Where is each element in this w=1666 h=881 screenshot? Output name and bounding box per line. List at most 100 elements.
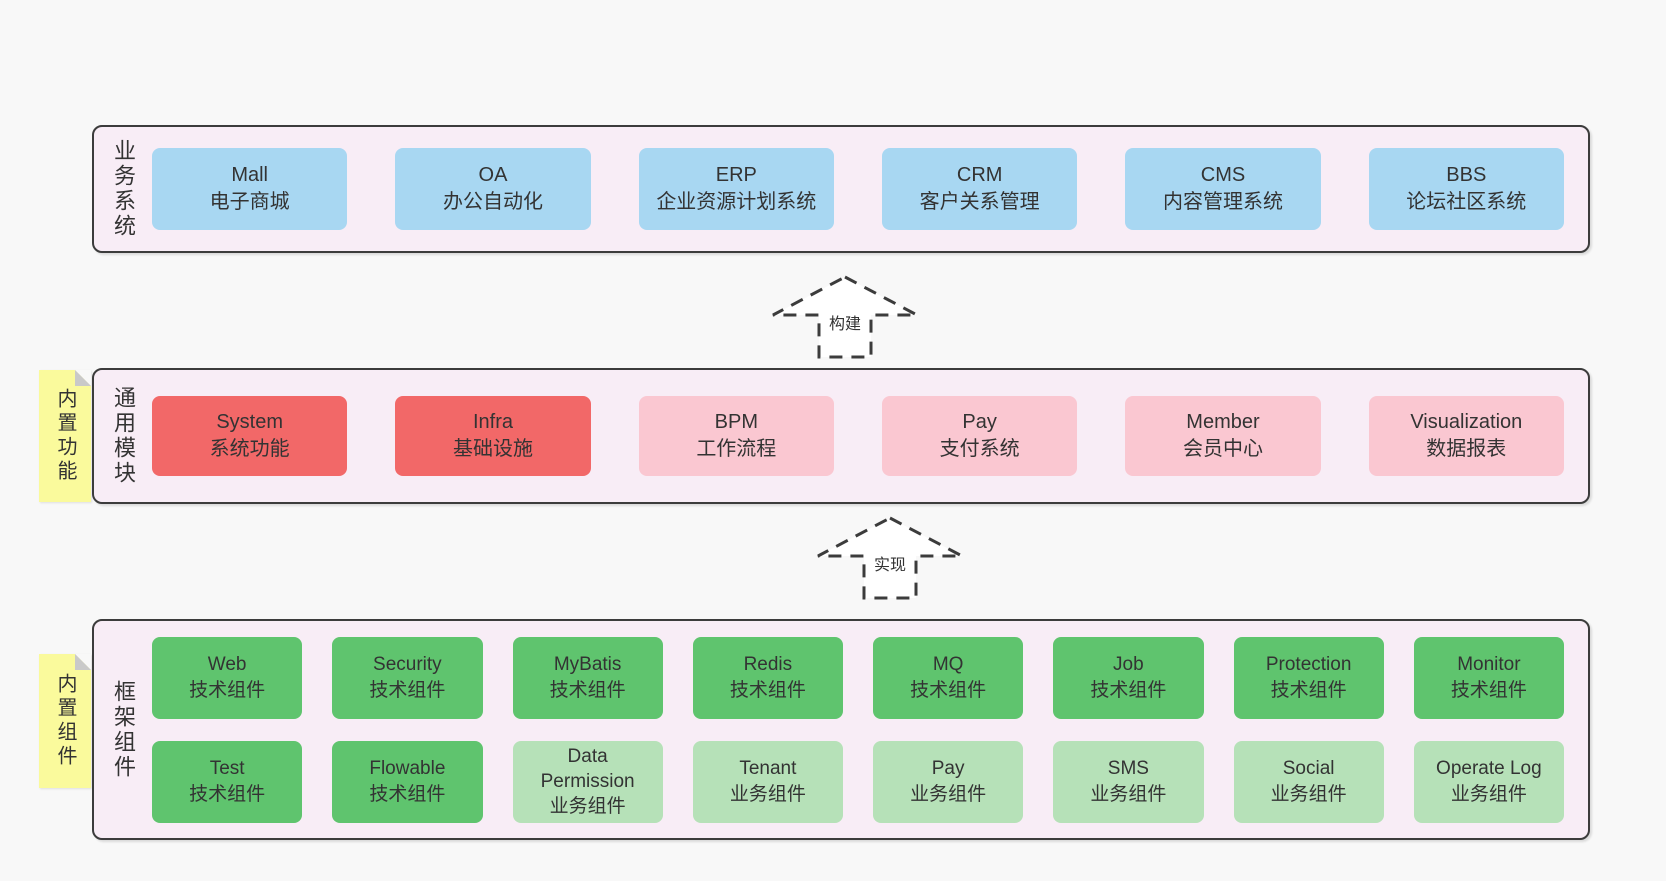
- module-title: CMS: [1200, 164, 1246, 186]
- module-box-data-permission: Data Permission 业务组件: [512, 740, 663, 823]
- note-built-in-functions: 内置功能: [39, 370, 91, 502]
- module-box-member: Member 会员中心: [1125, 396, 1321, 476]
- module-box-monitor: Monitor 技术组件: [1413, 636, 1564, 719]
- module-box-pay: Pay 支付系统: [881, 396, 1078, 476]
- module-subtitle: 基础设施: [452, 438, 533, 460]
- module-subtitle: 业务组件: [1450, 783, 1527, 805]
- module-subtitle: 支付系统: [939, 438, 1020, 460]
- module-box-redis: Redis 技术组件: [692, 636, 843, 719]
- module-box-infra: Infra 基础设施: [395, 396, 591, 476]
- module-box-operate-log: Operate Log 业务组件: [1413, 740, 1564, 823]
- module-box-oa: OA 办公自动化: [395, 148, 591, 230]
- module-subtitle: 论坛社区系统: [1406, 191, 1527, 213]
- module-row: System 系统功能 Infra 基础设施 BPM 工作流程 Pay 支付系统 Member 会…: [152, 396, 1564, 476]
- module-subtitle: 业务组件: [549, 796, 626, 818]
- module-title: Protection: [1265, 654, 1352, 676]
- module-title: OA: [478, 164, 508, 186]
- module-box-pay: Pay 业务组件: [873, 740, 1024, 823]
- module-title: BPM: [714, 411, 758, 433]
- module-title: Job: [1113, 654, 1144, 676]
- module-subtitle: 企业资源计划系统: [656, 191, 817, 213]
- layer-modules-boxes: System 系统功能 Infra 基础设施 BPM 工作流程 Pay 支付系统 Member 会…: [152, 370, 1588, 502]
- module-subtitle: 业务组件: [910, 783, 987, 805]
- module-title: System: [216, 411, 283, 433]
- module-subtitle: 工作流程: [696, 438, 777, 460]
- module-title: SMS: [1107, 758, 1149, 780]
- module-box-mybatis: MyBatis 技术组件: [512, 636, 663, 719]
- module-title: MyBatis: [553, 654, 622, 676]
- build-arrow-label: 构建: [822, 308, 868, 336]
- module-subtitle: 技术组件: [369, 783, 446, 805]
- module-title: Security: [373, 654, 442, 676]
- module-title: Tenant: [739, 758, 797, 780]
- module-box-flowable: Flowable 技术组件: [332, 740, 483, 823]
- module-box-mall: Mall 电子商城: [152, 148, 348, 230]
- module-subtitle: 技术组件: [1270, 679, 1347, 701]
- module-subtitle: 内容管理系统: [1162, 191, 1283, 213]
- module-box-sms: SMS 业务组件: [1053, 740, 1204, 823]
- note-text: 内置功能: [54, 388, 76, 484]
- module-title: CRM: [956, 164, 1003, 186]
- module-subtitle: 技术组件: [1090, 679, 1167, 701]
- module-title: ERP: [715, 164, 757, 186]
- module-box-web: Web 技术组件: [152, 636, 303, 719]
- module-title: Monitor: [1457, 654, 1521, 676]
- module-subtitle: 办公自动化: [442, 191, 543, 213]
- module-subtitle: 会员中心: [1182, 438, 1263, 460]
- module-title: Data Permission: [540, 745, 635, 792]
- module-box-erp: ERP 企业资源计划系统: [638, 148, 834, 230]
- module-box-bpm: BPM 工作流程: [638, 396, 834, 476]
- implement-arrow: 实现: [810, 515, 970, 601]
- implement-arrow-label: 实现: [867, 549, 913, 577]
- module-box-social: Social 业务组件: [1233, 740, 1384, 823]
- module-title: MQ: [932, 654, 964, 676]
- module-title: Visualization: [1410, 411, 1523, 433]
- module-box-tenant: Tenant 业务组件: [692, 740, 843, 823]
- module-subtitle: 电子商城: [209, 191, 290, 213]
- module-subtitle: 技术组件: [1450, 679, 1527, 701]
- module-box-job: Job 技术组件: [1053, 636, 1204, 719]
- module-subtitle: 业务组件: [1090, 783, 1167, 805]
- module-subtitle: 技术组件: [189, 783, 266, 805]
- module-title: Test: [209, 758, 245, 780]
- module-subtitle: 技术组件: [369, 679, 446, 701]
- module-subtitle: 技术组件: [729, 679, 806, 701]
- module-box-security: Security 技术组件: [332, 636, 483, 719]
- module-subtitle: 业务组件: [1270, 783, 1347, 805]
- layer-business-label: 业务系统: [111, 139, 136, 239]
- module-title: Redis: [743, 654, 793, 676]
- module-title: Infra: [472, 411, 513, 433]
- module-box-system: System 系统功能: [152, 396, 348, 476]
- module-title: Pay: [931, 758, 965, 780]
- module-subtitle: 业务组件: [729, 783, 806, 805]
- module-subtitle: 技术组件: [910, 679, 987, 701]
- note-text: 内置组件: [54, 673, 76, 769]
- module-title: Mall: [231, 164, 268, 186]
- module-title: Social: [1282, 758, 1335, 780]
- module-box-cms: CMS 内容管理系统: [1125, 148, 1321, 230]
- module-title: Flowable: [369, 758, 446, 780]
- module-subtitle: 系统功能: [209, 438, 290, 460]
- note-built-in-components: 内置组件: [39, 654, 91, 788]
- module-box-test: Test 技术组件: [152, 740, 303, 823]
- build-arrow: 构建: [765, 274, 925, 360]
- module-title: Operate Log: [1436, 758, 1542, 780]
- module-box-protection: Protection 技术组件: [1233, 636, 1384, 719]
- module-title: Pay: [962, 411, 997, 433]
- module-subtitle: 技术组件: [549, 679, 626, 701]
- module-subtitle: 技术组件: [189, 679, 266, 701]
- layer-components-label: 框架组件: [111, 679, 136, 780]
- module-title: Member: [1186, 411, 1260, 433]
- module-box-mq: MQ 技术组件: [873, 636, 1024, 719]
- module-title: Web: [207, 654, 247, 676]
